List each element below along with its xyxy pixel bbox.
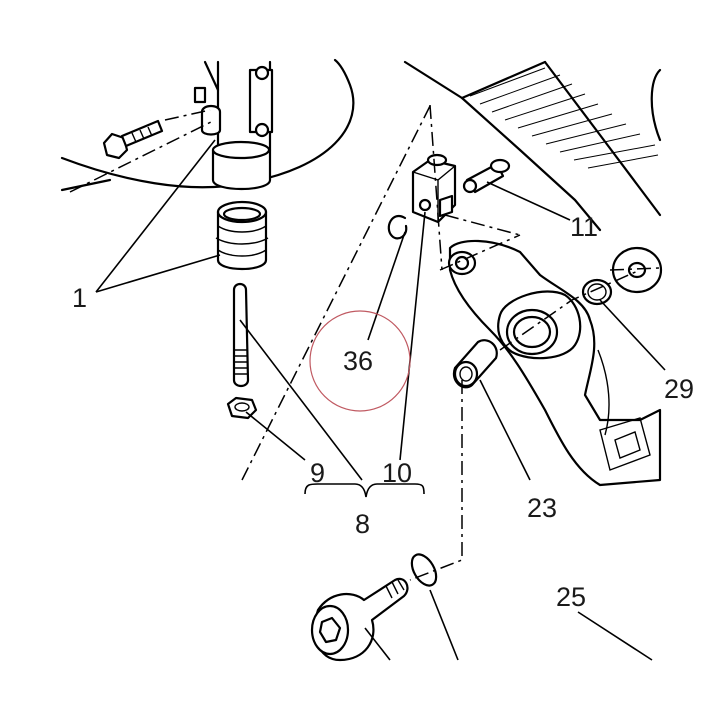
- leader-lines: [95, 139, 666, 661]
- callout-1: 1: [72, 283, 87, 313]
- callout-23: 23: [527, 493, 557, 523]
- frame-outline: [60, 58, 662, 232]
- part-1-cylinder-assembly: [193, 60, 274, 270]
- bolt-top-left: [102, 119, 164, 160]
- part-23-bushing: [452, 339, 498, 389]
- callout-8: 8: [355, 509, 370, 539]
- callout-10: 10: [382, 458, 412, 488]
- part-29-washer: [581, 278, 613, 306]
- part-9-nut: [226, 396, 258, 420]
- o-ring: [410, 553, 438, 587]
- callout-29: 29: [664, 374, 694, 404]
- center-lines: [69, 101, 661, 581]
- pedal-lever: [447, 239, 662, 487]
- highlight-circle: [309, 310, 411, 412]
- callout-25: 25: [556, 582, 586, 612]
- callout-36: 36: [343, 346, 373, 376]
- part-10-push-rod: [232, 282, 250, 388]
- part-11-clevis-pin: [462, 158, 511, 194]
- clevis: [411, 153, 457, 224]
- part-25-pivot-bolt: [310, 577, 409, 662]
- callout-9: 9: [310, 458, 325, 488]
- callout-11: 11: [570, 212, 598, 242]
